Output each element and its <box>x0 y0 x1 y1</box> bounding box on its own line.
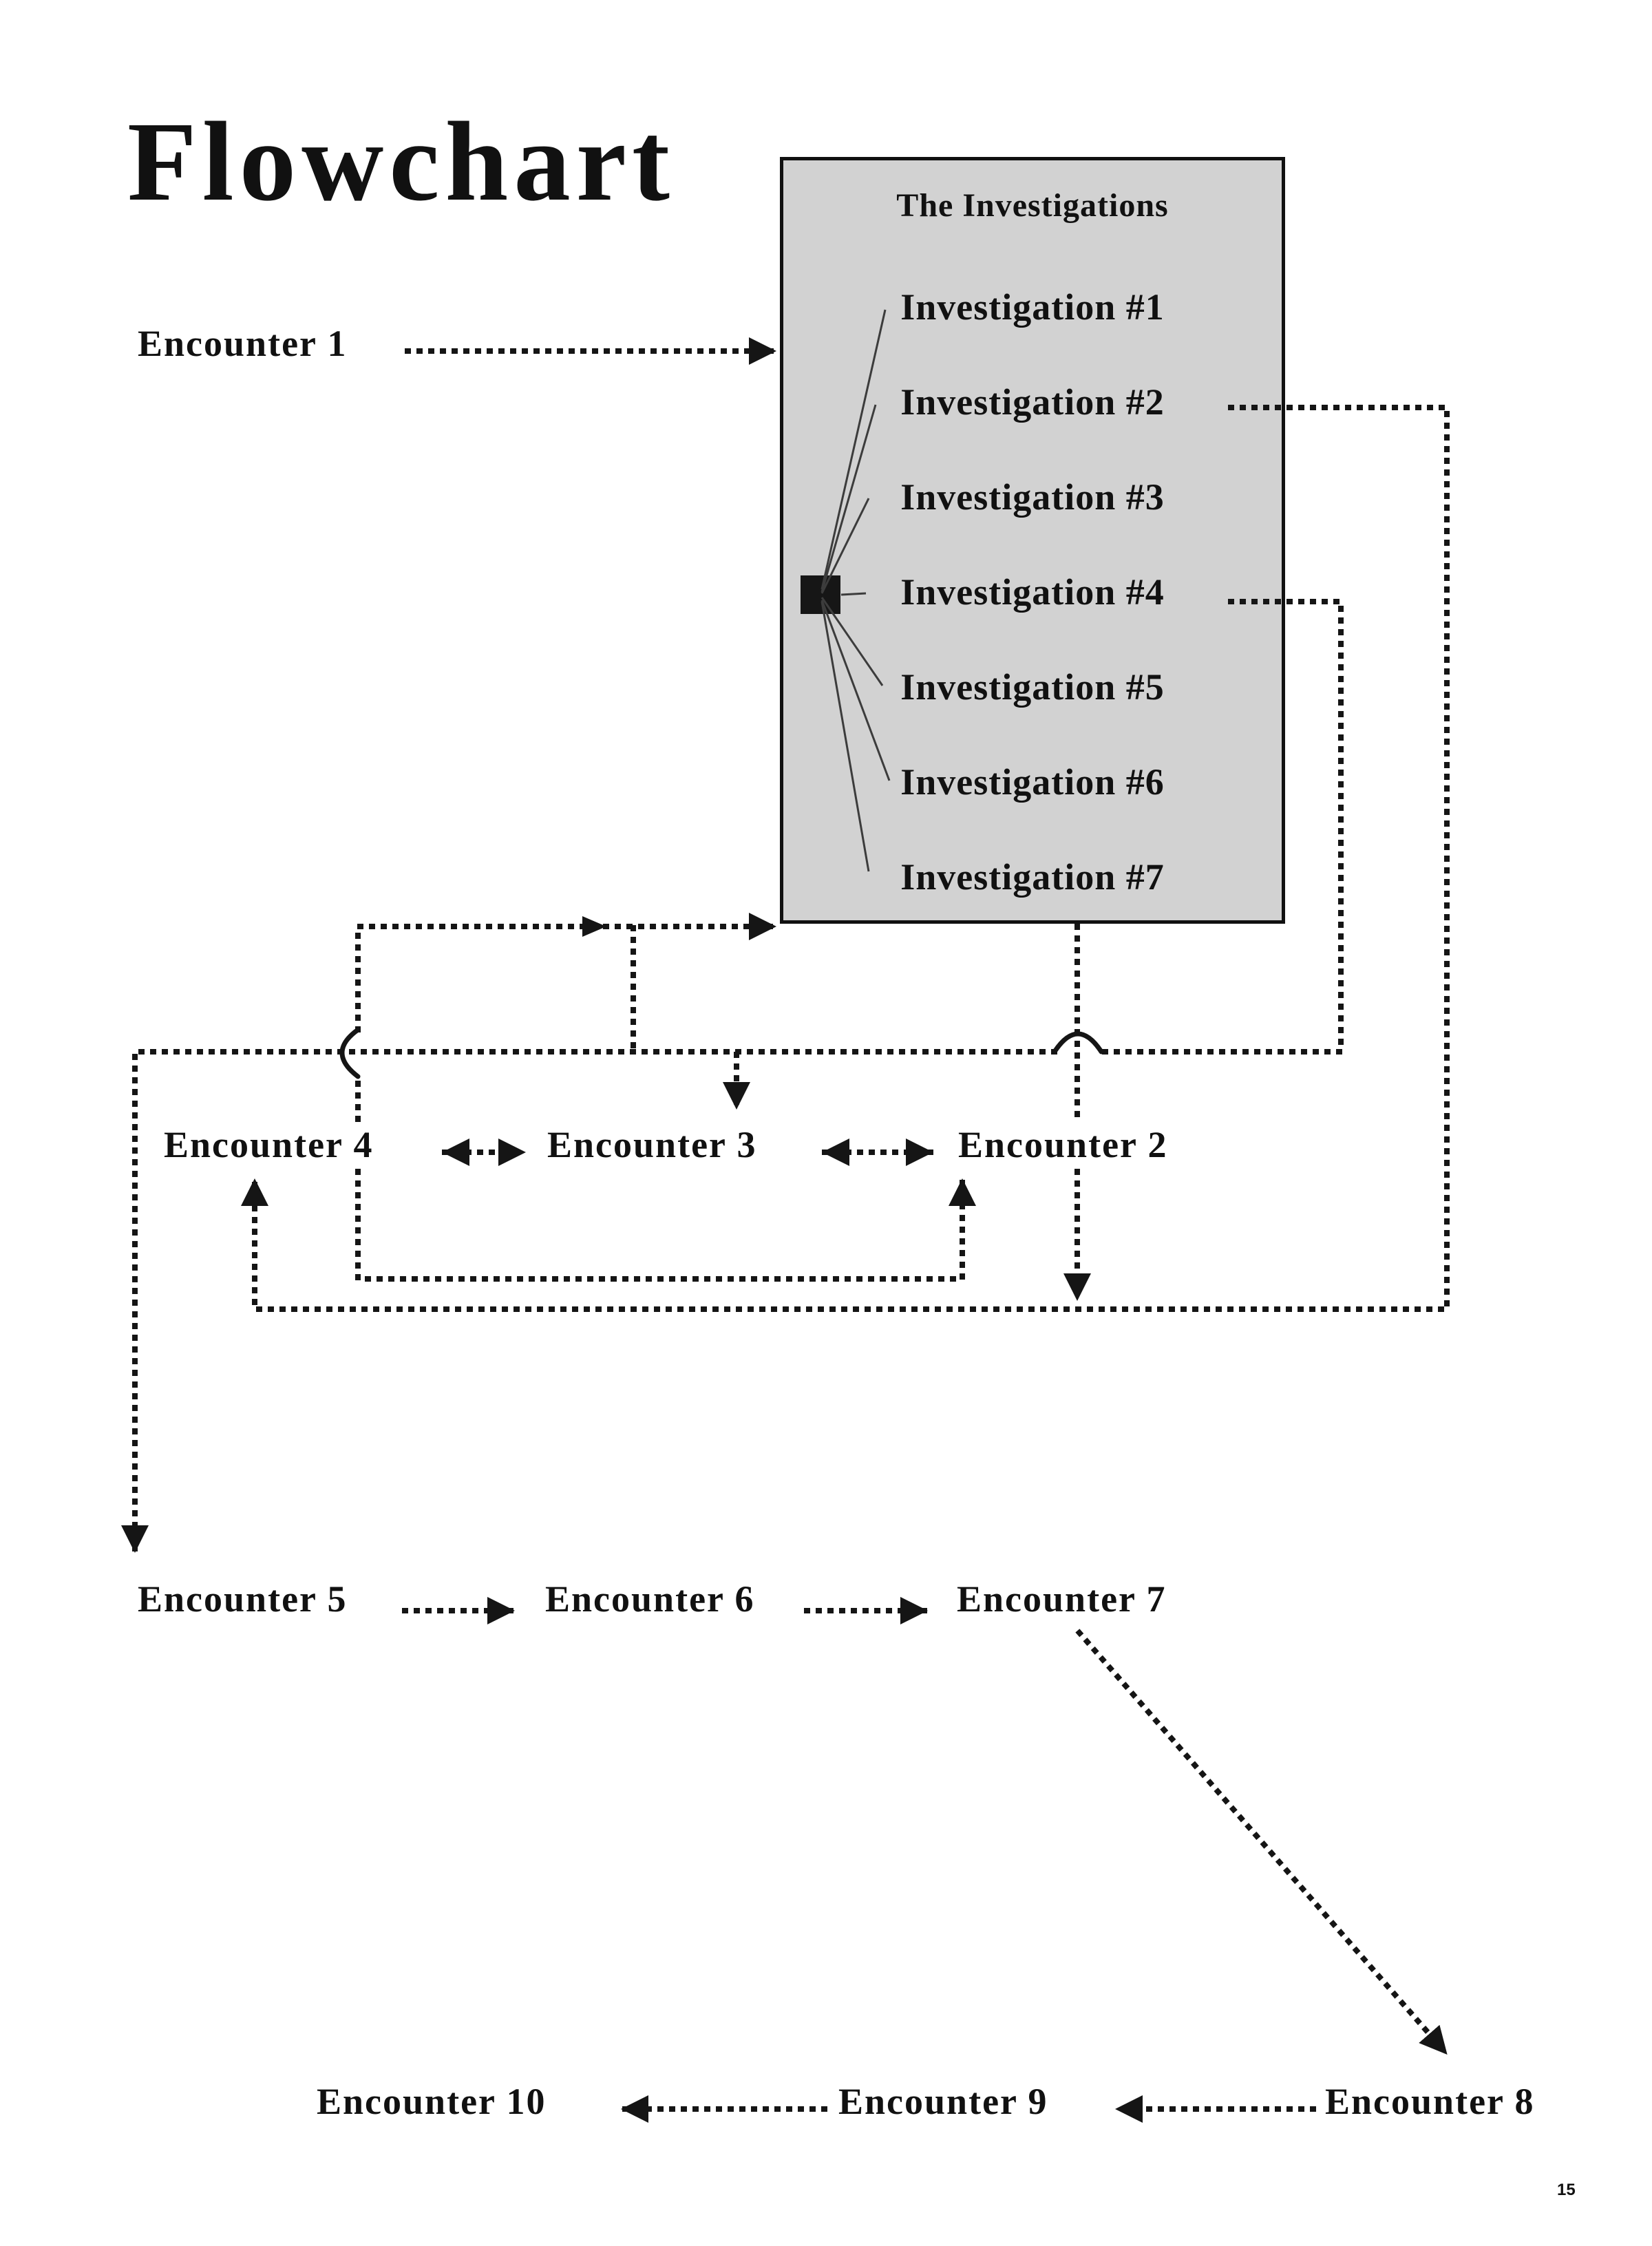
investigation-3-label: Investigation #3 <box>900 476 1165 518</box>
encounter-6-label: Encounter 6 <box>545 1578 755 1620</box>
encounter-7-label: Encounter 7 <box>957 1578 1167 1620</box>
encounter-1-label: Encounter 1 <box>138 323 348 364</box>
encounter-8-label: Encounter 8 <box>1325 2081 1535 2122</box>
encounter-4-label: Encounter 4 <box>164 1124 374 1165</box>
connector-encounter7-to-encounter8 <box>1075 1629 1450 2057</box>
investigation-7-label: Investigation #7 <box>900 856 1165 898</box>
connector-encounter4-to-box-entry <box>355 913 776 1122</box>
page-number: 15 <box>1557 2181 1576 2199</box>
investigation-6-label: Investigation #6 <box>900 761 1165 803</box>
encounter-9-label: Encounter 9 <box>838 2081 1048 2122</box>
encounter-10-label: Encounter 10 <box>317 2081 547 2122</box>
crossover-arcs <box>339 1027 1104 1079</box>
investigation-4-label: Investigation #4 <box>900 571 1165 613</box>
investigation-1-label: Investigation #1 <box>900 286 1165 328</box>
connector-encounter4-loop-to-encounter2 <box>355 1169 976 1282</box>
investigation-2-label: Investigation #2 <box>900 381 1165 423</box>
encounter-5-label: Encounter 5 <box>138 1578 348 1620</box>
hub-square <box>801 575 840 614</box>
investigations-box: The Investigations Investigation #1 Inve… <box>780 157 1285 924</box>
investigation-5-label: Investigation #5 <box>900 666 1165 708</box>
page-title: Flowchart <box>127 98 675 224</box>
encounter-2-label: Encounter 2 <box>958 1124 1168 1165</box>
investigations-box-title: The Investigations <box>896 187 1169 224</box>
encounter-3-label: Encounter 3 <box>547 1124 757 1165</box>
